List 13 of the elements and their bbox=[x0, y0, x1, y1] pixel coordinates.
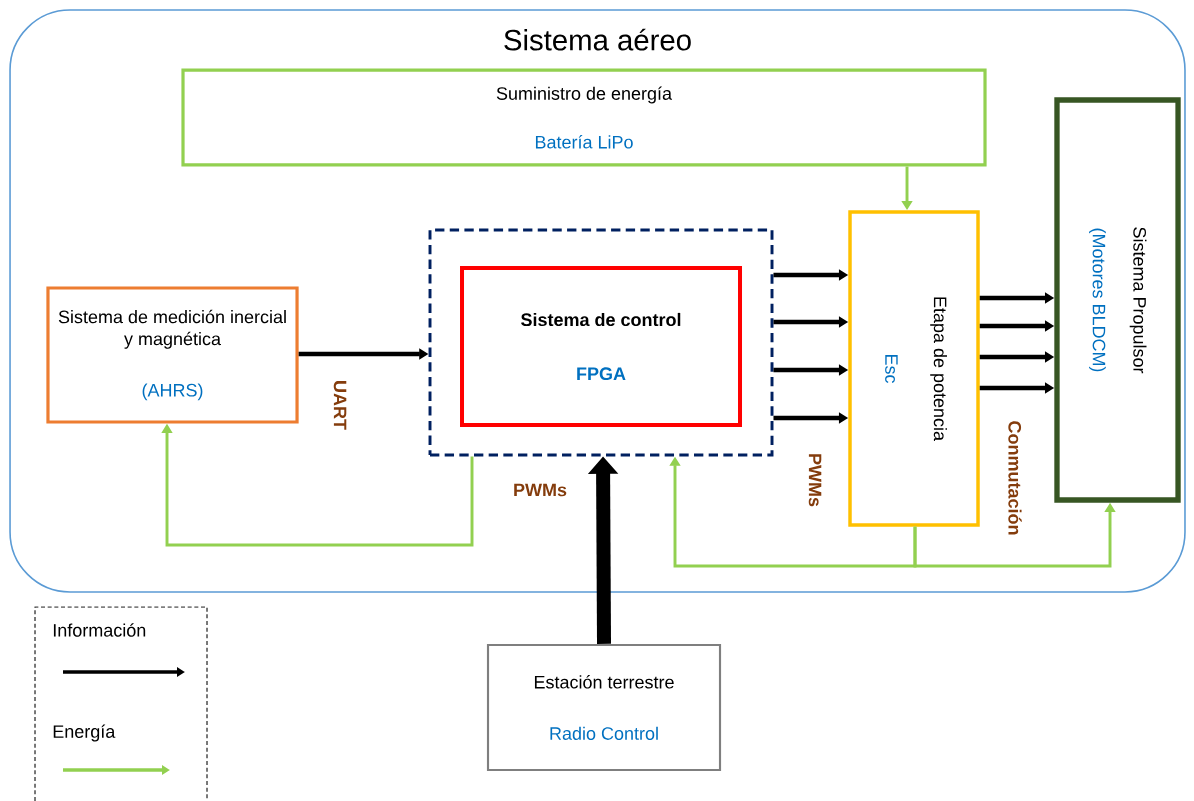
legend-label: Energía bbox=[53, 724, 116, 742]
sensor-box: Sistema de medición inercial y magnética (AHRS) bbox=[46, 286, 299, 424]
ground-station-box: Estación terrestre Radio Control bbox=[486, 643, 722, 772]
dashed-box bbox=[428, 228, 774, 457]
supply-box: Suministro de energía Batería LiPo bbox=[181, 68, 987, 167]
power-stage-box: Etapa de potencia Esc bbox=[848, 210, 980, 527]
edge-label: PWMs bbox=[808, 454, 822, 507]
edge-label: PWMs bbox=[514, 483, 567, 497]
edge-label: Conmutación bbox=[1008, 421, 1022, 535]
edge-label: UART bbox=[333, 381, 347, 430]
legend-label: Información bbox=[53, 623, 146, 637]
control-box: Sistema de control FPGA bbox=[460, 265, 742, 428]
propulsion-box: Sistema Propulsor (Motores BLDCM) bbox=[1054, 97, 1181, 503]
